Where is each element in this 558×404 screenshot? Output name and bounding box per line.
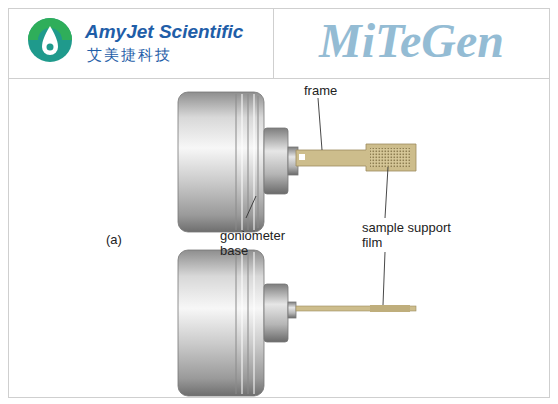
goniometer-top	[178, 92, 416, 232]
company-name-chinese: 艾美捷科技	[87, 47, 172, 64]
panel-letter: (a)	[106, 232, 122, 247]
panel-border	[9, 79, 550, 398]
leader-lines	[246, 98, 388, 305]
brand-logo: MiTeGen	[274, 13, 549, 68]
company-name: AmyJet Scientific	[85, 21, 243, 43]
part-label: goniometer base	[220, 228, 300, 258]
logo-icon	[28, 18, 72, 62]
part-label: sample support film	[362, 220, 472, 250]
goniometer-bottom	[178, 250, 416, 396]
logo-cell: MiTeGen	[273, 8, 550, 79]
part-label: frame	[304, 83, 337, 98]
logo-cell: AmyJet Scientific 艾美捷科技	[8, 8, 274, 79]
